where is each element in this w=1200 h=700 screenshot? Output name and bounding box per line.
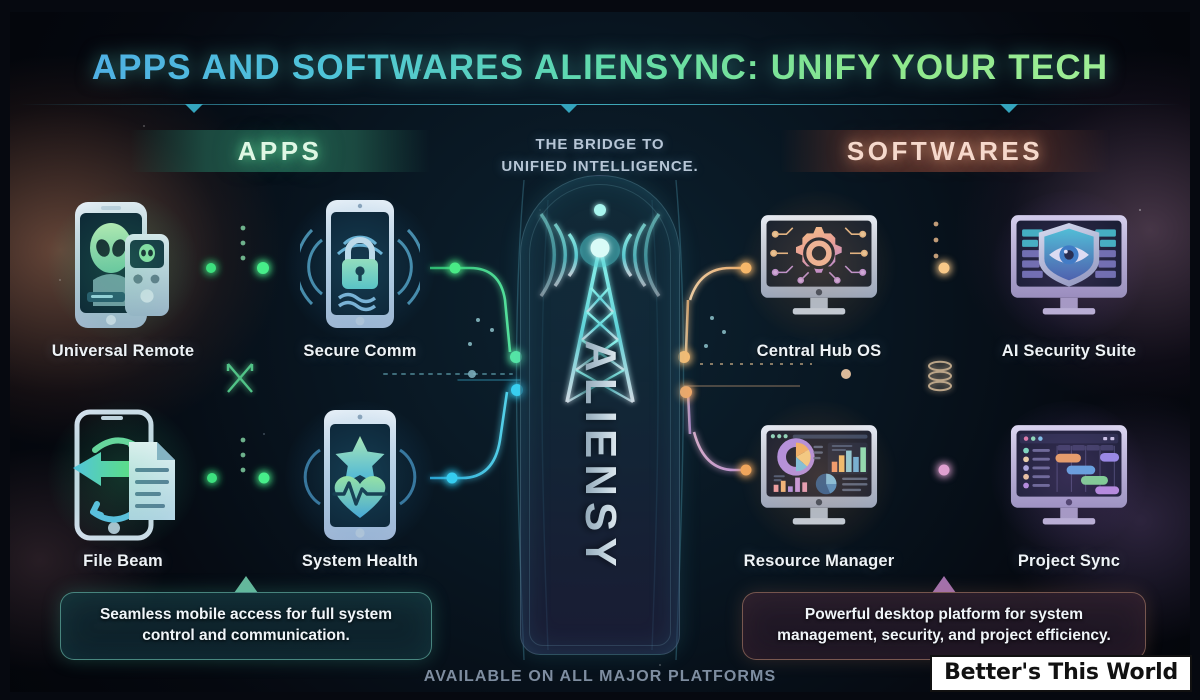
monitor-shield-eye-icon (989, 191, 1149, 341)
apps-caption-bubble: Seamless mobile access for full system c… (60, 592, 432, 660)
softwares-caption-pointer (932, 576, 956, 593)
software-card-central-hub-os-label: Central Hub OS (756, 342, 882, 360)
monitor-gantt-chart-icon (989, 401, 1149, 551)
app-card-universal-remote[interactable]: Universal Remote (28, 191, 218, 361)
divider-tick-right (1000, 104, 1018, 113)
monitor-dashboard-charts-icon (739, 401, 899, 551)
monitor-gear-circuit-icon (739, 191, 899, 341)
software-card-project-sync-label: Project Sync (1017, 552, 1121, 570)
phone-file-transfer-icon (48, 401, 198, 551)
bridge-tagline-line1: THE BRIDGE TO (535, 136, 665, 153)
section-header-softwares: SOFTWARES (780, 130, 1110, 172)
software-card-project-sync[interactable]: Project Sync (974, 401, 1164, 571)
phone-padlock-signal-icon (285, 191, 435, 341)
app-card-file-beam-label: File Beam (83, 552, 163, 570)
software-card-ai-security-suite[interactable]: AI Security Suite (974, 191, 1164, 361)
app-card-file-beam[interactable]: File Beam (28, 401, 218, 571)
divider-tick-left (185, 104, 203, 113)
divider-tick-center (560, 104, 578, 113)
phone-alien-remote-icon (48, 191, 198, 341)
software-card-resource-manager-label: Resource Manager (743, 552, 895, 570)
apps-caption-pointer (234, 576, 258, 593)
app-card-secure-comm-label: Secure Comm (303, 342, 417, 360)
app-card-secure-comm[interactable]: Secure Comm (265, 191, 455, 361)
watermark-logo: Better's This World (930, 655, 1192, 692)
page-title: APPS AND SOFTWARES ALIENSYNC: UNIFY YOUR… (0, 48, 1200, 88)
section-header-apps: APPS (130, 130, 430, 172)
title-container: APPS AND SOFTWARES ALIENSYNC: UNIFY YOUR… (0, 48, 1200, 88)
bridge-tagline: THE BRIDGE TO UNIFIED INTELLIGENCE. (450, 134, 750, 178)
app-card-universal-remote-label: Universal Remote (51, 342, 195, 360)
software-card-ai-security-suite-label: AI Security Suite (1001, 342, 1137, 360)
app-card-system-health[interactable]: System Health (265, 401, 455, 571)
section-header-apps-label: APPS (237, 135, 323, 166)
frame-bottom-bar (0, 692, 1200, 700)
tablet-heart-pulse-icon (285, 401, 435, 551)
software-card-resource-manager[interactable]: Resource Manager (724, 401, 914, 571)
softwares-caption-bubble: Powerful desktop platform for system man… (742, 592, 1146, 660)
frame-top-bar (0, 0, 1200, 12)
center-vertical-label: ALIENSY (575, 340, 625, 600)
frame-left-bar (0, 0, 10, 700)
app-card-system-health-label: System Health (301, 552, 419, 570)
frame-right-bar (1190, 0, 1200, 700)
section-header-softwares-label: SOFTWARES (846, 135, 1044, 166)
software-card-central-hub-os[interactable]: Central Hub OS (724, 191, 914, 361)
bridge-tagline-line2: UNIFIED INTELLIGENCE. (501, 157, 699, 175)
